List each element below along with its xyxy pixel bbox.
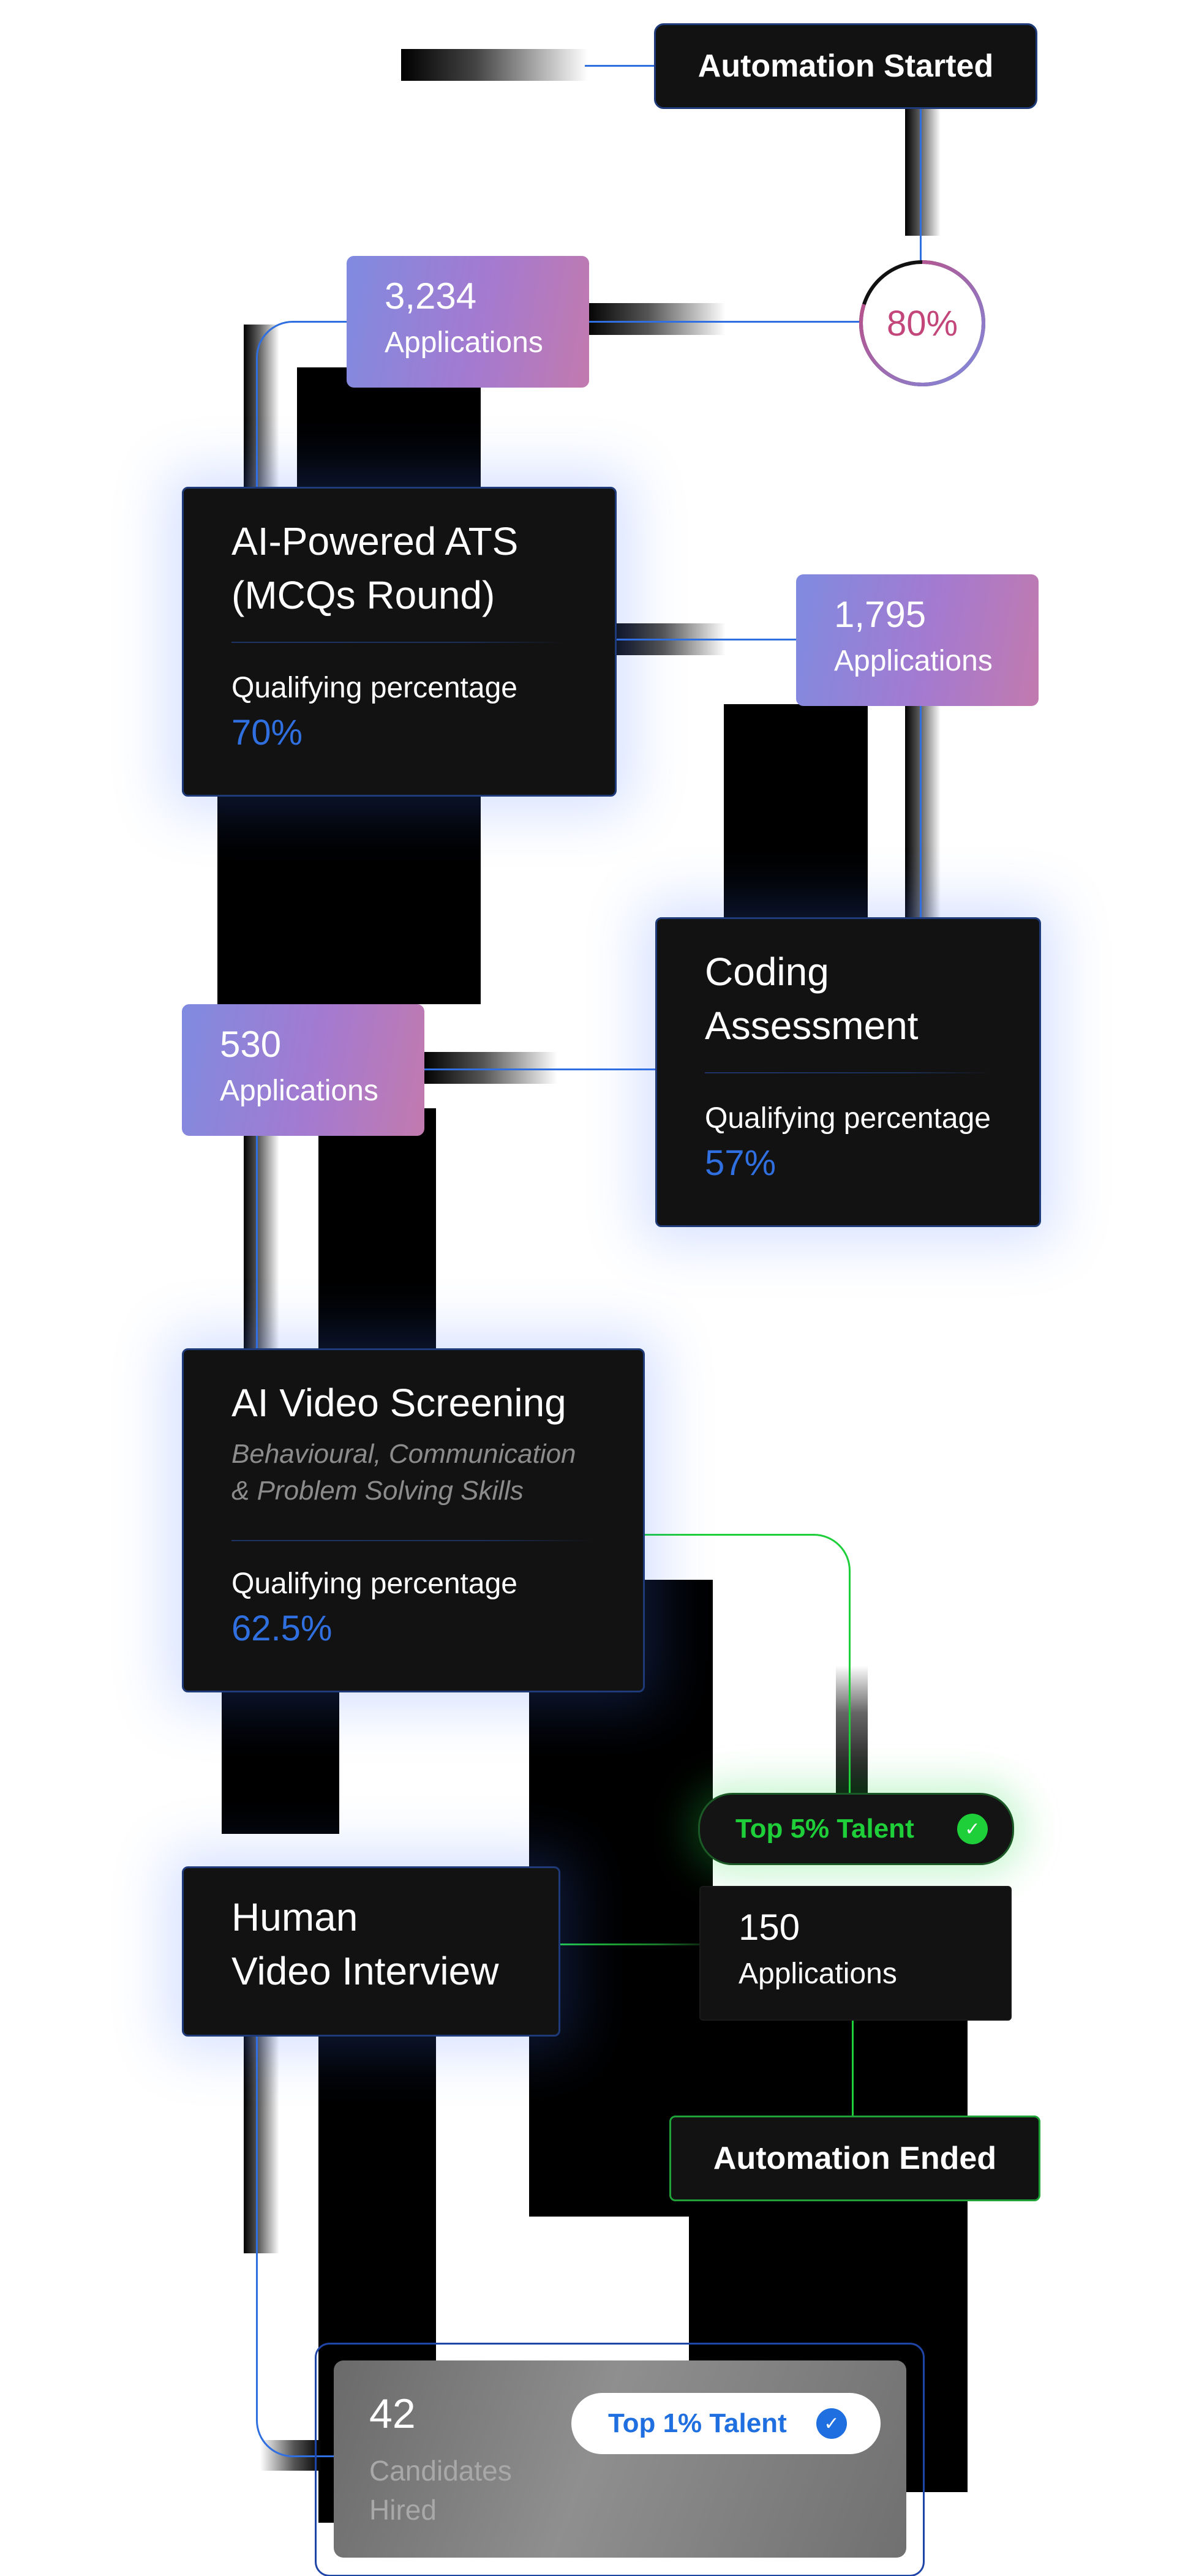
connector-line xyxy=(585,65,658,67)
qualifying-value: 70% xyxy=(231,713,303,753)
decor-block xyxy=(222,1665,339,1834)
verified-check-icon: ✓ xyxy=(816,2408,847,2439)
card-divider xyxy=(231,642,565,643)
rate-ring xyxy=(859,260,985,386)
decor-fade-bar xyxy=(244,1133,279,1353)
stage-title-line2: Video Interview xyxy=(231,1949,499,1993)
applications-count: 150 xyxy=(739,1907,800,1948)
stage-card-human-interview: Human Video Interview xyxy=(182,1866,560,2037)
connector-line xyxy=(558,1943,699,1945)
applications-count: 530 xyxy=(220,1024,282,1065)
decor-fade-bar xyxy=(423,1052,557,1084)
applications-label: Applications xyxy=(220,1075,378,1107)
decor-block xyxy=(217,765,481,1004)
automation-started-node: Automation Started xyxy=(654,23,1037,109)
top-5-talent-badge: Top 5% Talent ✓ xyxy=(698,1793,1014,1865)
qualifying-label: Qualifying percentage xyxy=(705,1102,991,1135)
connector-line xyxy=(585,321,860,323)
decor-block xyxy=(318,1108,436,1365)
applications-count-card: 1,795 Applications xyxy=(796,574,1039,706)
decor-block xyxy=(724,704,868,925)
stage-subtitle-line1: Behavioural, Communication xyxy=(231,1439,576,1469)
stage-title-line1: Human xyxy=(231,1895,358,1939)
qualifying-value: 62.5% xyxy=(231,1609,333,1648)
connector-curve xyxy=(641,1534,851,1793)
connector-curve xyxy=(256,321,380,506)
qualifying-value: 57% xyxy=(705,1143,776,1183)
stage-card-coding: Coding Assessment Qualifying percentage … xyxy=(655,917,1041,1227)
hired-count: 42 xyxy=(369,2390,416,2437)
automation-ended-node: Automation Ended xyxy=(669,2116,1040,2201)
decor-fade-bar xyxy=(401,49,588,81)
stage-title-line2: (MCQs Round) xyxy=(231,573,495,617)
stage-title-line2: Assessment xyxy=(705,1004,919,1048)
rate-value: 80% xyxy=(886,303,958,344)
applications-count-card: 3,234 Applications xyxy=(347,256,589,388)
candidates-hired-card: 42 Candidates Hired Top 1% Talent ✓ xyxy=(334,2360,906,2558)
decor-fade-bar xyxy=(905,704,941,918)
card-divider xyxy=(231,1540,594,1541)
applications-label: Applications xyxy=(385,326,543,359)
decor-fade-bar xyxy=(905,107,941,236)
connector-line xyxy=(920,107,922,260)
stage-title-line1: Coding xyxy=(705,950,829,994)
verified-check-icon: ✓ xyxy=(957,1814,988,1844)
automation-started-label: Automation Started xyxy=(697,48,994,84)
applications-count-card: 150 Applications xyxy=(699,1886,1012,2021)
hired-frame xyxy=(315,2343,925,2576)
applications-count: 1,795 xyxy=(834,594,927,635)
decor-fade-bar xyxy=(585,303,726,335)
applications-label: Applications xyxy=(834,645,993,677)
connector-line xyxy=(920,704,922,920)
connector-curve xyxy=(256,2033,344,2457)
top-1-talent-label: Top 1% Talent xyxy=(608,2408,787,2438)
connector-line xyxy=(852,2011,854,2116)
connector-line xyxy=(423,1068,658,1070)
stage-title: AI Video Screening xyxy=(231,1381,566,1425)
decor-fade-bar xyxy=(244,2033,279,2253)
automation-ended-label: Automation Ended xyxy=(713,2141,997,2176)
hired-label-line1: Candidates xyxy=(369,2455,512,2487)
applications-count-card: 530 Applications xyxy=(182,1004,424,1136)
stage-subtitle-line2: & Problem Solving Skills xyxy=(231,1476,524,1506)
top-5-talent-label: Top 5% Talent xyxy=(735,1814,914,1844)
qualifying-label: Qualifying percentage xyxy=(231,1568,517,1600)
stage-card-ats: AI-Powered ATS (MCQs Round) Qualifying p… xyxy=(182,487,617,797)
applications-label: Applications xyxy=(739,1958,897,1990)
connector-line xyxy=(256,1133,258,1353)
connector-line xyxy=(612,639,802,640)
qualifying-label: Qualifying percentage xyxy=(231,672,517,704)
stage-card-video-screening: AI Video Screening Behavioural, Communic… xyxy=(182,1348,645,1692)
applications-count: 3,234 xyxy=(385,276,477,317)
card-divider xyxy=(705,1072,993,1073)
stage-title-line1: AI-Powered ATS xyxy=(231,519,519,563)
hired-label-line2: Hired xyxy=(369,2494,437,2526)
top-1-talent-badge: Top 1% Talent ✓ xyxy=(571,2393,881,2454)
